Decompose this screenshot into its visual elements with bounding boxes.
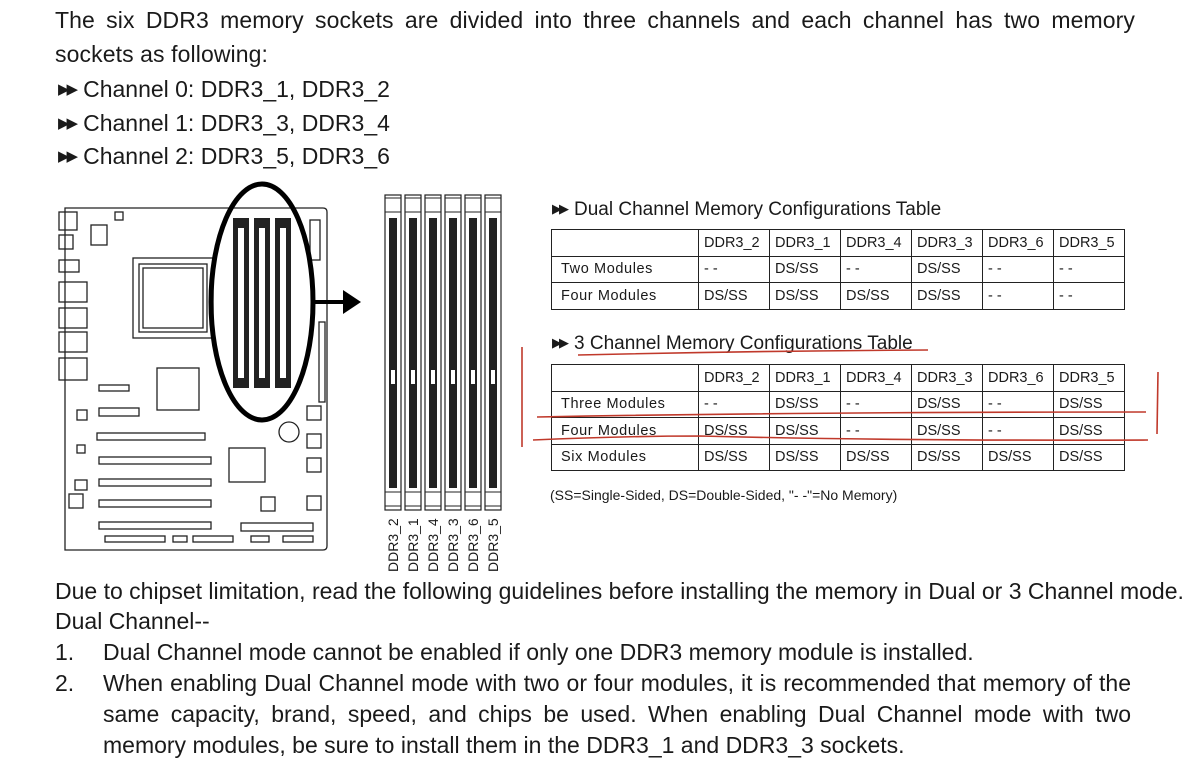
motherboard-diagram: DDR3_2 DDR3_1 DDR3_4 DDR3_3 DDR3_6 DDR3_… — [55, 180, 515, 575]
table-row: Four Modules DS/SS DS/SS - - DS/SS - - D… — [551, 417, 1125, 445]
slot-label: DDR3_6 — [465, 518, 481, 572]
double-arrow-icon: ▶▶ — [58, 115, 78, 132]
slot-label: DDR3_1 — [405, 518, 421, 572]
table-row: Two Modules - - DS/SS - - DS/SS - - - - — [551, 255, 1125, 283]
dual-channel-table: DDR3_2 DDR3_1 DDR3_4 DDR3_3 DDR3_6 DDR3_… — [551, 229, 1125, 310]
channel-line: ▶▶Channel 2: DDR3_5, DDR3_6 — [58, 143, 390, 169]
table-header-row: DDR3_2 DDR3_1 DDR3_4 DDR3_3 DDR3_6 DDR3_… — [551, 229, 1125, 257]
double-arrow-icon: ▶▶ — [552, 201, 569, 216]
three-channel-table: DDR3_2 DDR3_1 DDR3_4 DDR3_3 DDR3_6 DDR3_… — [551, 364, 1125, 471]
channel-line: ▶▶Channel 1: DDR3_3, DDR3_4 — [58, 110, 390, 136]
legend-note: (SS=Single-Sided, DS=Double-Sided, "- -"… — [550, 487, 898, 503]
table-header-row: DDR3_2 DDR3_1 DDR3_4 DDR3_3 DDR3_6 DDR3_… — [551, 364, 1125, 392]
table-row: Three Modules - - DS/SS - - DS/SS - - DS… — [551, 390, 1125, 418]
dual-table-title: ▶▶Dual Channel Memory Configurations Tab… — [552, 199, 942, 220]
three-channel-table-title: ▶▶3 Channel Memory Configurations Table — [552, 333, 913, 354]
channel-line: ▶▶Channel 0: DDR3_1, DDR3_2 — [58, 76, 390, 102]
intro-paragraph: The six DDR3 memory sockets are divided … — [55, 7, 1135, 67]
dual-channel-heading: Dual Channel-- — [55, 608, 210, 634]
table-row: Four Modules DS/SS DS/SS DS/SS DS/SS - -… — [551, 282, 1125, 310]
slot-label: DDR3_5 — [485, 518, 501, 572]
guideline-intro: Due to chipset limitation, read the foll… — [55, 578, 1184, 604]
slot-label: DDR3_3 — [445, 518, 461, 572]
slot-label: DDR3_4 — [425, 518, 441, 572]
double-arrow-icon: ▶▶ — [58, 81, 78, 98]
double-arrow-icon: ▶▶ — [58, 148, 78, 165]
motherboard-illustration: DDR3_2 DDR3_1 DDR3_4 DDR3_3 DDR3_6 DDR3_… — [58, 181, 502, 572]
table-row: Six Modules DS/SS DS/SS DS/SS DS/SS DS/S… — [551, 443, 1125, 471]
slot-label: DDR3_2 — [385, 518, 401, 572]
double-arrow-icon: ▶▶ — [552, 335, 569, 350]
